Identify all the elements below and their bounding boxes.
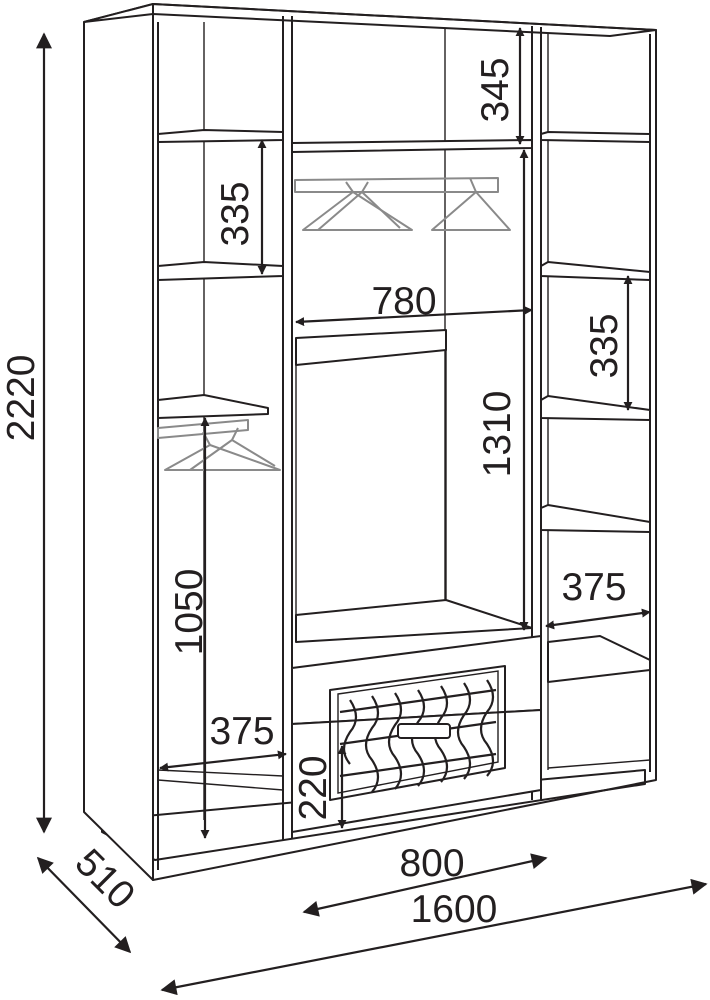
drawer-bottom[interactable]: [291, 709, 542, 833]
label-right-section-width: 375: [561, 566, 626, 609]
drawer-block: [291, 635, 542, 833]
label-door-width: 800: [399, 842, 464, 885]
drawer-handle[interactable]: [397, 723, 451, 739]
left-shelf-3: [157, 394, 269, 419]
dim-line-780: [295, 305, 533, 327]
left-shelf-1: [157, 129, 284, 143]
right-shelf-4: [540, 504, 651, 533]
partition-left: [282, 16, 293, 840]
center-top-shelf: [291, 139, 533, 153]
left-shelf-2: [157, 261, 284, 281]
right-shelf-1: [540, 131, 651, 143]
label-top-shelf-height: 345: [474, 57, 517, 122]
top-panel: [83, 3, 657, 37]
label-drawer-height: 220: [292, 755, 335, 820]
dim-line-375-left: [159, 750, 287, 772]
center-section: [291, 139, 533, 643]
right-shelf-2: [540, 261, 651, 281]
left-side-panel: [83, 3, 154, 881]
center-hanger-rod: [294, 177, 499, 193]
dimension-lines: [36, 27, 708, 996]
left-hangers: [157, 419, 281, 471]
dim-line-800: [302, 853, 548, 917]
center-bottom-shelf: [295, 599, 533, 643]
label-right-shelf-height: 335: [583, 313, 626, 378]
center-hangers: [302, 177, 511, 231]
center-cross-panel: [295, 329, 447, 366]
label-left-section-width: 375: [209, 710, 274, 753]
label-hanging-height-center: 1310: [476, 391, 519, 478]
label-total-width: 1600: [411, 888, 498, 931]
label-hanging-height-left: 1050: [168, 569, 211, 656]
right-shelf-5: [547, 635, 651, 683]
dim-line-1600: [160, 878, 708, 996]
label-inner-width: 780: [371, 280, 436, 323]
label-left-upper-shelf-height: 335: [214, 181, 257, 246]
front-frame: [152, 3, 657, 881]
right-section: [540, 131, 651, 769]
dim-line-375-right: [545, 608, 651, 630]
label-total-height: 2220: [0, 355, 43, 442]
right-shelf-3: [540, 395, 651, 421]
dim-line-510: [36, 856, 132, 954]
